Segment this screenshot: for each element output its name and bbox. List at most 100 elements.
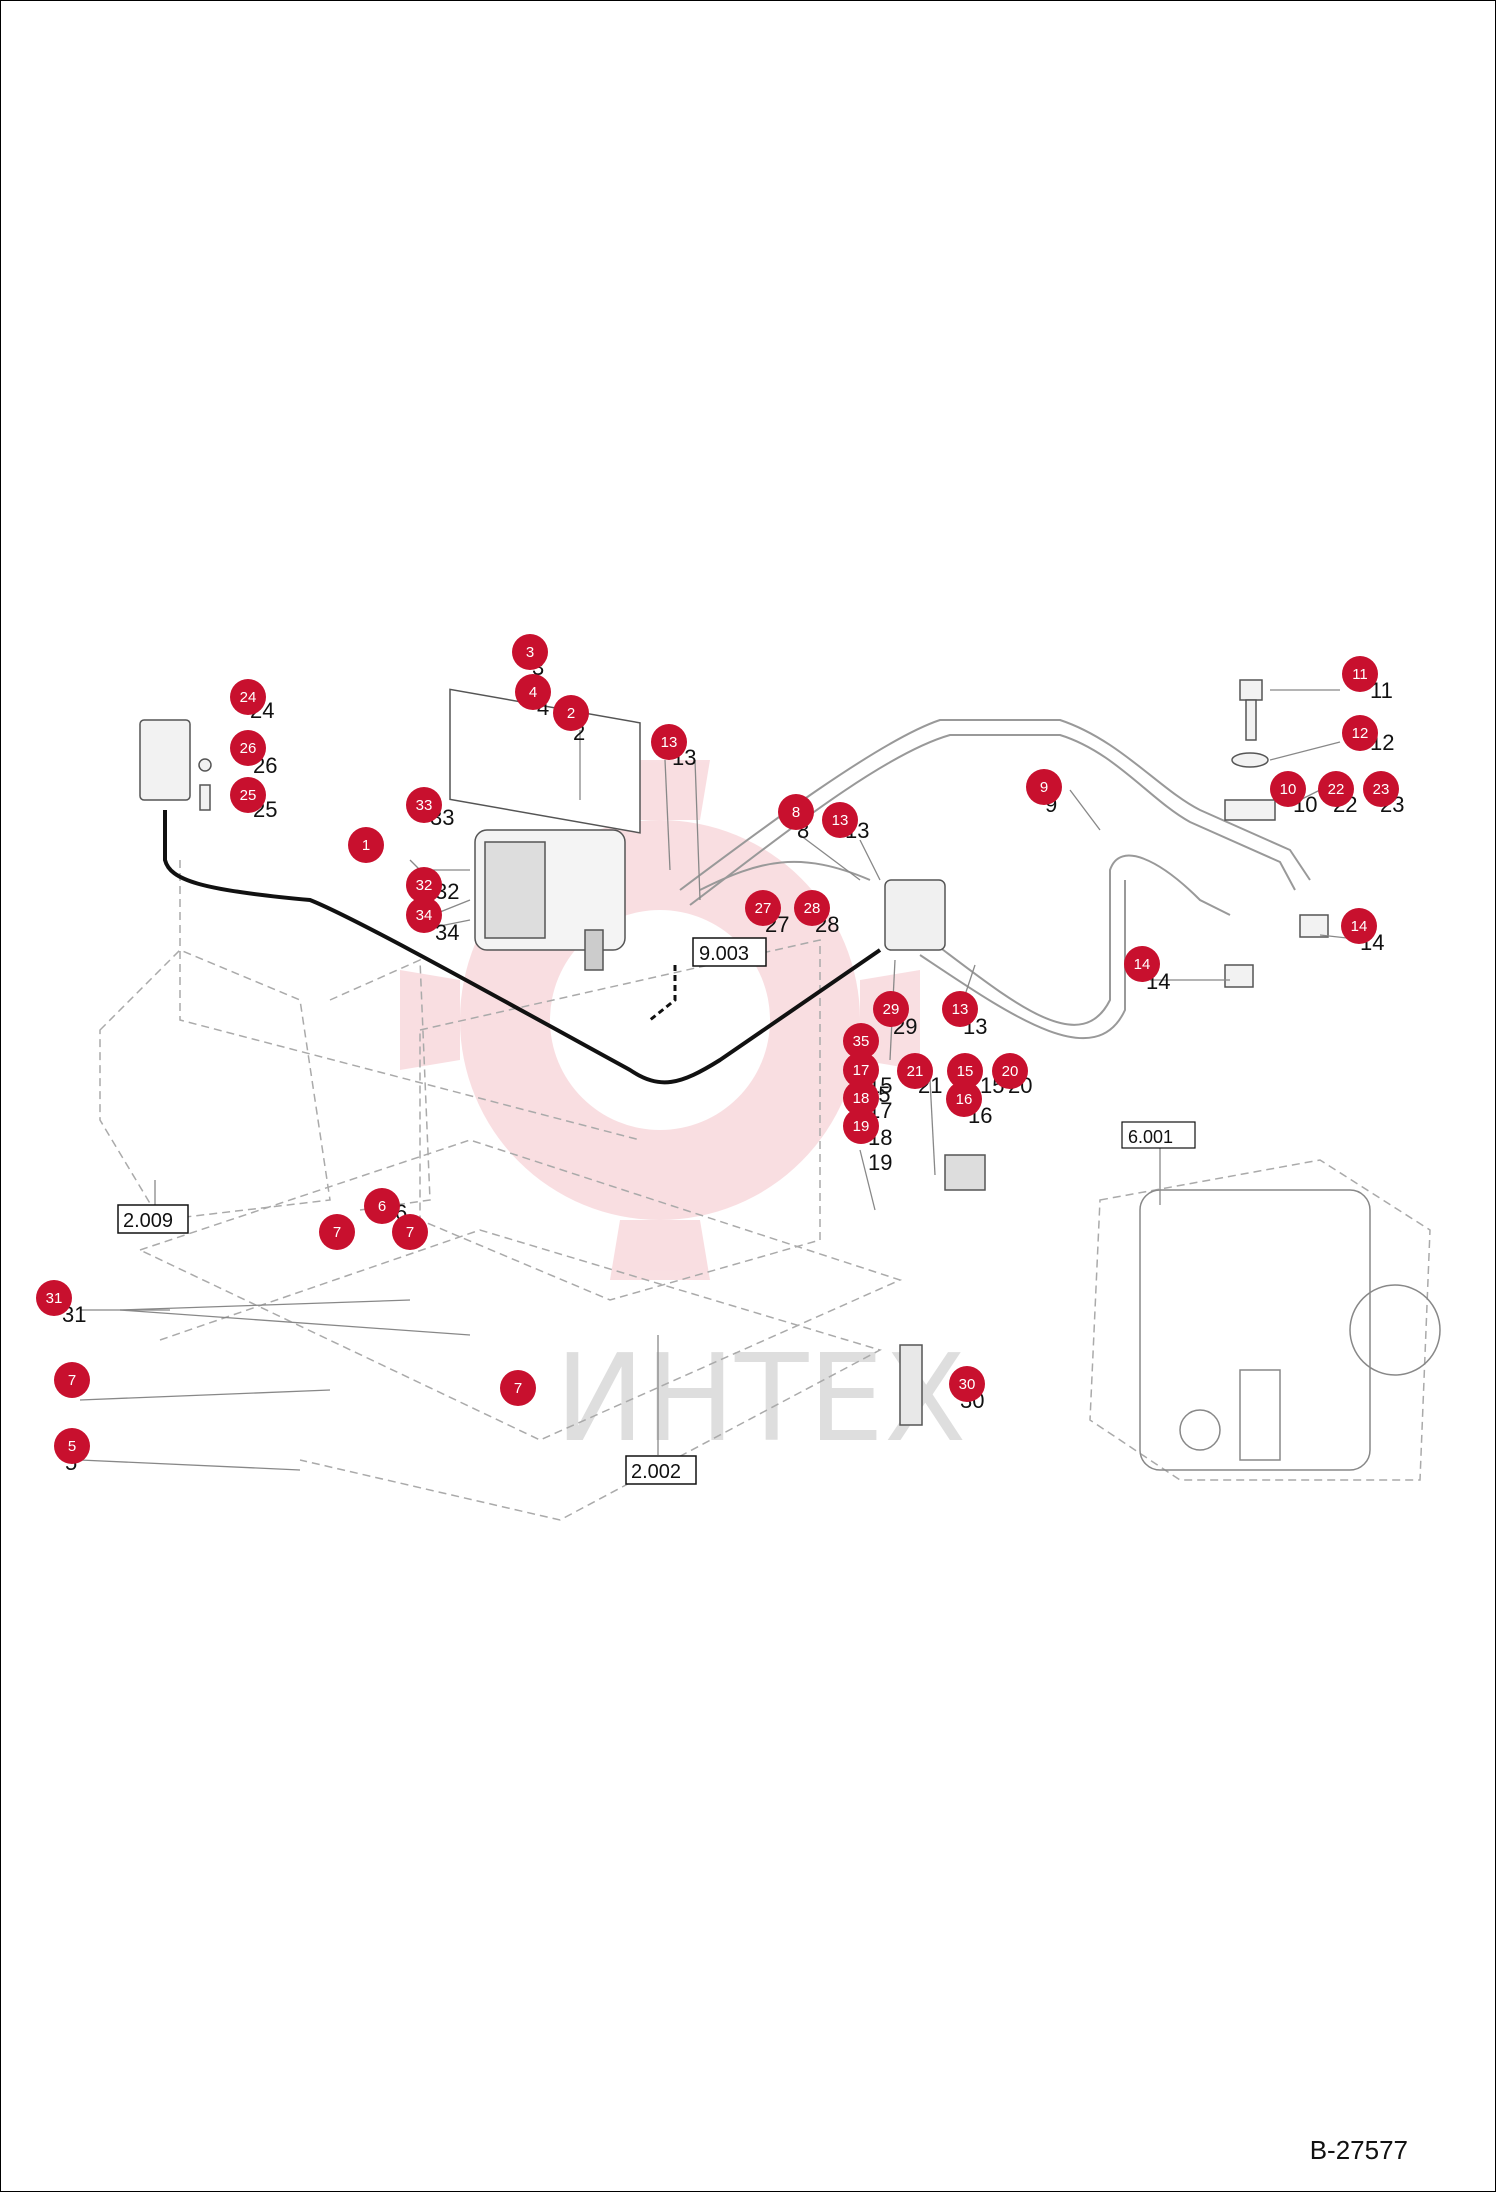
callout-badge: 28 — [794, 890, 830, 926]
part-label: 11 — [1370, 678, 1393, 703]
callout-badge-label: 10 — [1280, 781, 1297, 798]
callout-badge-circle — [230, 730, 266, 766]
callout-badge-label: 23 — [1373, 781, 1390, 798]
callout-badge: 7 — [392, 1214, 428, 1250]
callout-badge: 17 — [843, 1052, 879, 1088]
callout-badge-circle — [1026, 769, 1062, 805]
reference-box-6001: 6.001 — [1121, 1121, 1196, 1149]
callout-badge-label: 26 — [240, 740, 257, 757]
callout-badge-label: 30 — [959, 1376, 976, 1393]
callout-badge-label: 21 — [907, 1063, 924, 1080]
reference-label: 2.002 — [631, 1461, 681, 1483]
callout-badge-label: 20 — [1002, 1063, 1019, 1080]
valve-body — [884, 879, 986, 1426]
callout-badge: 30 — [949, 1366, 985, 1402]
part-label: 19 — [868, 1150, 892, 1175]
callout-badge-circle — [1363, 771, 1399, 807]
callout-badge-label: 34 — [416, 907, 433, 924]
heater-unit — [449, 688, 641, 971]
callout-badge-circle — [515, 674, 551, 710]
heater-cable — [163, 810, 882, 1085]
callout-badge-label: 3 — [526, 644, 534, 661]
callout-badge-circle — [947, 1053, 983, 1089]
callout-badge-circle — [1342, 656, 1378, 692]
callout-badge-label: 18 — [853, 1090, 870, 1107]
callout-badge-circle — [230, 777, 266, 813]
callout-badge-circle — [651, 724, 687, 760]
callout-badge-circle — [778, 794, 814, 830]
callout-badge-circle — [992, 1053, 1028, 1089]
callout-badge-label: 25 — [240, 787, 257, 804]
callout-badge-circle — [406, 897, 442, 933]
reference-box-2009: 2.009 — [117, 1204, 189, 1234]
callout-badge-label: 33 — [416, 797, 433, 814]
callout-badge: 9 — [1026, 769, 1062, 805]
callout-badge-label: 9 — [1040, 779, 1048, 796]
callout-badge: 26 — [230, 730, 266, 766]
callout-badge: 13 — [822, 802, 858, 838]
callout-badge: 14 — [1341, 908, 1377, 944]
bolt-washer — [1224, 679, 1329, 988]
callout-badge: 23 — [1363, 771, 1399, 807]
callout-badge-circle — [794, 890, 830, 926]
watermark-text: ИНТЕХ — [555, 1330, 966, 1469]
callout-badge-label: 7 — [406, 1224, 414, 1241]
callout-badge-circle — [406, 867, 442, 903]
callout-badge-label: 11 — [1352, 666, 1368, 683]
callout-badge-label: 7 — [514, 1380, 522, 1397]
callout-badge-label: 13 — [952, 1001, 969, 1018]
callout-badge: 7 — [54, 1362, 90, 1398]
callout-badge-label: 13 — [832, 812, 849, 829]
callout-badge: 32 — [406, 867, 442, 903]
engine — [1139, 1189, 1441, 1471]
callout-badge-circle — [392, 1214, 428, 1250]
callout-badge-circle — [745, 890, 781, 926]
callout-badge-circle — [364, 1188, 400, 1224]
callout-badge-label: 19 — [853, 1118, 870, 1135]
callout-badge-label: 27 — [755, 900, 772, 917]
reference-label: 6.001 — [1128, 1127, 1173, 1147]
callout-badge-circle — [406, 787, 442, 823]
callout-badge-circle — [1342, 715, 1378, 751]
callout-badge-circle — [54, 1362, 90, 1398]
callout-badge-circle — [897, 1053, 933, 1089]
callout-badge-label: 31 — [46, 1290, 63, 1307]
callout-badge: 14 — [1124, 946, 1160, 982]
callout-badge-circle — [1124, 946, 1160, 982]
callout-badge: 34 — [406, 897, 442, 933]
callout-badge: 7 — [319, 1214, 355, 1250]
callout-badge: 13 — [651, 724, 687, 760]
callout-badge: 7 — [500, 1370, 536, 1406]
reference-label: 9.003 — [699, 943, 749, 965]
reference-label: 2.009 — [123, 1210, 173, 1232]
callout-badge: 5 — [54, 1428, 90, 1464]
callout-badge-label: 17 — [853, 1062, 870, 1079]
callout-badge-circle — [1341, 908, 1377, 944]
callout-badge-circle — [1270, 771, 1306, 807]
callout-badge-label: 5 — [68, 1438, 76, 1455]
callout-badge-circle — [319, 1214, 355, 1250]
callout-badge: 18 — [843, 1080, 879, 1116]
callout-badge-circle — [822, 802, 858, 838]
callout-badge-label: 15 — [957, 1063, 974, 1080]
callout-badge-circle — [843, 1080, 879, 1116]
callout-badge-label: 22 — [1328, 781, 1345, 798]
callout-badge-label: 4 — [529, 684, 537, 701]
callout-badge-label: 12 — [1352, 725, 1369, 742]
callout-badge: 21 — [897, 1053, 933, 1089]
callout-badge: 12 — [1342, 715, 1378, 751]
callout-badge-circle — [873, 991, 909, 1027]
callout-badge-circle — [500, 1370, 536, 1406]
callout-badge: 15 — [947, 1053, 983, 1089]
callout-badge: 25 — [230, 777, 266, 813]
callout-badge-circle — [348, 827, 384, 863]
callout-badge-label: 6 — [378, 1198, 386, 1215]
callout-badge-circle — [512, 634, 548, 670]
callout-badge-label: 14 — [1351, 918, 1368, 935]
callout-badge-circle — [843, 1108, 879, 1144]
callout-badge-circle — [946, 1081, 982, 1117]
callout-badge: 33 — [406, 787, 442, 823]
callout-badge-label: 28 — [804, 900, 821, 917]
